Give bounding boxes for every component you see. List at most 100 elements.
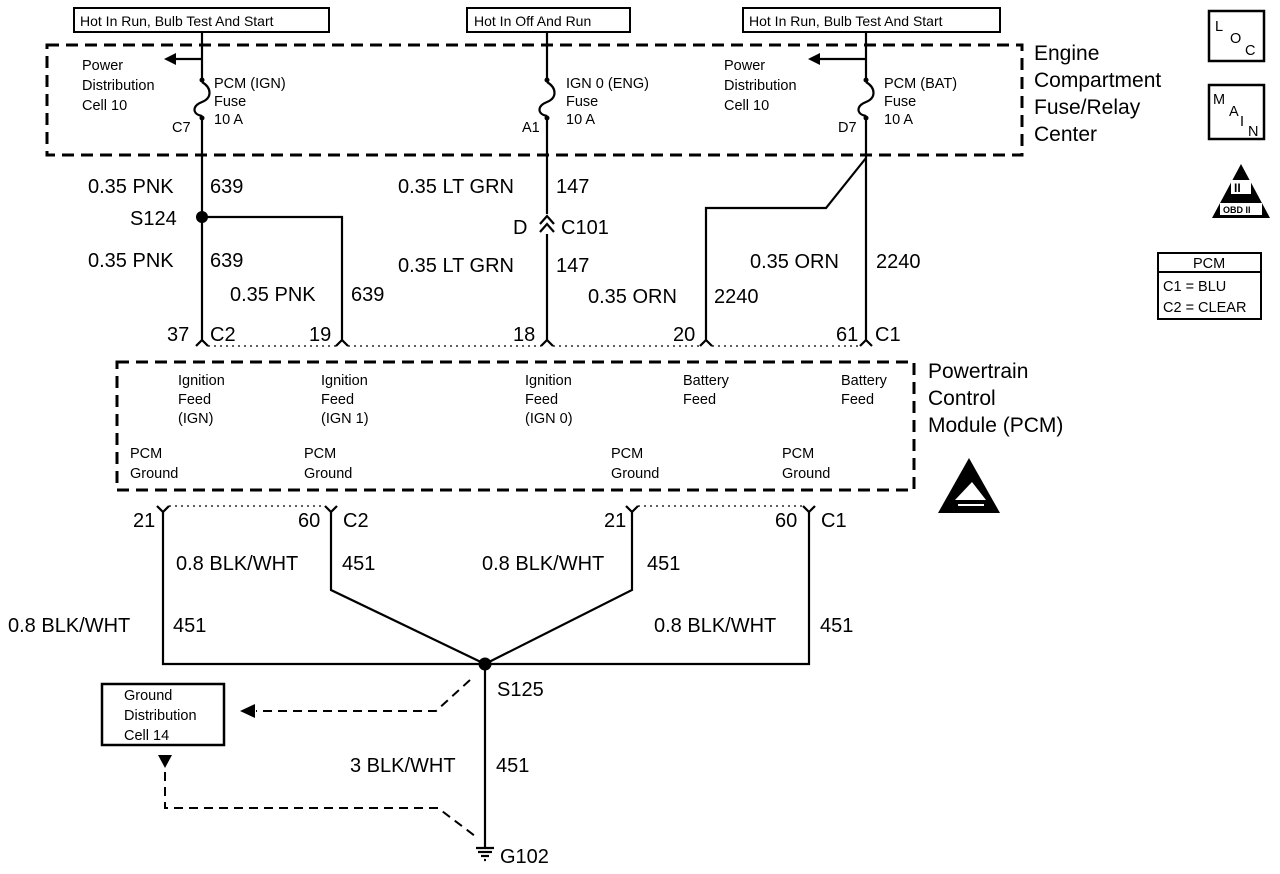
svg-text:(IGN 0): (IGN 0) xyxy=(525,411,573,427)
svg-text:PCM: PCM xyxy=(130,446,162,462)
svg-text:Control: Control xyxy=(928,387,996,410)
ground-distribution-box: Ground Distribution Cell 14 xyxy=(100,682,226,747)
svg-text:Hot In Run, Bulb Test And Star: Hot In Run, Bulb Test And Start xyxy=(80,13,274,29)
svg-text:0.8 BLK/WHT: 0.8 BLK/WHT xyxy=(482,553,604,575)
svg-text:Cell 14: Cell 14 xyxy=(124,728,169,744)
svg-text:IGN 0 (ENG): IGN 0 (ENG) xyxy=(566,76,649,92)
pcm-feed-ign: Ignition Feed (IGN) xyxy=(178,373,225,427)
svg-text:Battery: Battery xyxy=(841,373,888,389)
svg-text:37: 37 xyxy=(167,324,189,346)
wire-label-639-a: 0.35 PNK 639 xyxy=(88,250,243,272)
svg-text:2240: 2240 xyxy=(714,286,759,308)
svg-text:Distribution: Distribution xyxy=(82,78,155,94)
svg-text:19: 19 xyxy=(309,324,331,346)
svg-text:Ground: Ground xyxy=(130,466,178,482)
loc-icon: L O C xyxy=(1207,9,1266,63)
svg-text:I: I xyxy=(1240,114,1244,130)
svg-text:G102: G102 xyxy=(500,846,549,868)
svg-text:Distribution: Distribution xyxy=(124,708,197,724)
fuse-ign0-eng: IGN 0 (ENG) Fuse 10 A A1 xyxy=(522,45,649,136)
svg-text:Feed: Feed xyxy=(841,392,874,408)
svg-text:21: 21 xyxy=(604,510,626,532)
svg-text:451: 451 xyxy=(820,615,853,637)
pcm-box-border xyxy=(115,360,916,492)
wire-label-451-3: 0.8 BLK/WHT 451 xyxy=(8,615,206,637)
pcm-feed-battery-1: Battery Feed xyxy=(683,373,730,408)
pcm-ground-3: PCM Ground xyxy=(611,446,659,482)
svg-text:Feed: Feed xyxy=(683,392,716,408)
svg-text:C2: C2 xyxy=(210,324,236,346)
pcm-name: Powertrain Control Module (PCM) xyxy=(928,360,1063,437)
svg-text:20: 20 xyxy=(673,324,695,346)
svg-text:Powertrain: Powertrain xyxy=(928,360,1028,383)
svg-text:Feed: Feed xyxy=(525,392,558,408)
svg-text:PCM (IGN): PCM (IGN) xyxy=(214,76,286,92)
ground-circuit-451 xyxy=(161,512,811,848)
power-header-right: Hot In Run, Bulb Test And Start xyxy=(742,7,1001,33)
svg-text:Power: Power xyxy=(724,58,765,74)
wire-label-451-2: 0.8 BLK/WHT 451 xyxy=(482,553,680,575)
svg-text:10 A: 10 A xyxy=(884,112,913,128)
svg-text:Fuse: Fuse xyxy=(214,94,246,110)
power-distribution-left: Power Distribution Cell 10 xyxy=(82,53,202,114)
power-distribution-right: Power Distribution Cell 10 xyxy=(724,53,866,114)
svg-text:Cell 10: Cell 10 xyxy=(82,98,127,114)
svg-text:Ignition: Ignition xyxy=(178,373,225,389)
svg-text:639: 639 xyxy=(351,284,384,306)
wire-label-451-main: 3 BLK/WHT 451 xyxy=(350,755,529,777)
ground-distribution-links xyxy=(158,679,476,837)
svg-text:D: D xyxy=(513,217,527,239)
ground-g102-icon: G102 xyxy=(476,846,549,868)
svg-text:Module (PCM): Module (PCM) xyxy=(928,414,1063,437)
svg-text:0.35 LT GRN: 0.35 LT GRN xyxy=(398,255,514,277)
svg-text:Fuse/Relay: Fuse/Relay xyxy=(1034,96,1141,119)
svg-text:3 BLK/WHT: 3 BLK/WHT xyxy=(350,755,456,777)
svg-text:451: 451 xyxy=(342,553,375,575)
svg-text:Power: Power xyxy=(82,58,123,74)
svg-text:Compartment: Compartment xyxy=(1034,69,1161,92)
fuse-pcm-ign: PCM (IGN) Fuse 10 A C7 xyxy=(172,45,286,136)
svg-text:60: 60 xyxy=(775,510,797,532)
svg-text:L: L xyxy=(1215,19,1223,35)
pcm-connector-legend: PCM C1 = BLU C2 = CLEAR xyxy=(1157,252,1262,320)
svg-text:Ground: Ground xyxy=(611,466,659,482)
svg-text:10 A: 10 A xyxy=(566,112,595,128)
svg-text:0.8 BLK/WHT: 0.8 BLK/WHT xyxy=(654,615,776,637)
circuit-2240 xyxy=(704,120,868,340)
svg-text:61: 61 xyxy=(836,324,858,346)
svg-text:C101: C101 xyxy=(561,217,609,239)
circuit-639 xyxy=(196,120,344,340)
svg-text:451: 451 xyxy=(496,755,529,777)
svg-text:2240: 2240 xyxy=(876,251,921,273)
svg-text:Distribution: Distribution xyxy=(724,78,797,94)
wire-label-2240-b: 0.35 ORN 2240 xyxy=(588,286,759,308)
svg-text:Ignition: Ignition xyxy=(321,373,368,389)
wire-label-639-b: 0.35 PNK 639 xyxy=(230,284,384,306)
svg-text:Fuse: Fuse xyxy=(566,94,598,110)
fuse-pcm-bat: PCM (BAT) Fuse 10 A D7 xyxy=(838,45,957,136)
svg-text:C7: C7 xyxy=(172,120,191,136)
svg-text:C: C xyxy=(1245,43,1255,59)
svg-text:639: 639 xyxy=(210,176,243,198)
wire-label-2240-a: 0.35 ORN 2240 xyxy=(750,251,921,273)
pcm-bottom-connector: 21 60 C2 21 60 C1 xyxy=(133,505,847,532)
pcm-top-connector: 37 C2 19 18 20 61 C1 xyxy=(167,324,901,347)
svg-text:60: 60 xyxy=(298,510,320,532)
svg-text:C2: C2 xyxy=(343,510,369,532)
svg-text:Feed: Feed xyxy=(178,392,211,408)
svg-text:0.35 PNK: 0.35 PNK xyxy=(230,284,316,306)
svg-text:Ground: Ground xyxy=(304,466,352,482)
svg-text:Ground: Ground xyxy=(782,466,830,482)
main-icon: M A I N xyxy=(1207,83,1266,141)
pcm-feed-ign0: Ignition Feed (IGN 0) xyxy=(525,373,573,427)
svg-text:A: A xyxy=(1229,104,1239,120)
splice-s125-label: S125 xyxy=(497,679,544,701)
svg-text:147: 147 xyxy=(556,255,589,277)
fuse-block-name: Engine Compartment Fuse/Relay Center xyxy=(1034,42,1161,146)
power-header-middle: Hot In Off And Run xyxy=(466,7,631,33)
svg-text:M: M xyxy=(1213,92,1225,108)
svg-text:Engine: Engine xyxy=(1034,42,1099,65)
svg-text:PCM: PCM xyxy=(782,446,814,462)
svg-text:N: N xyxy=(1248,124,1258,140)
